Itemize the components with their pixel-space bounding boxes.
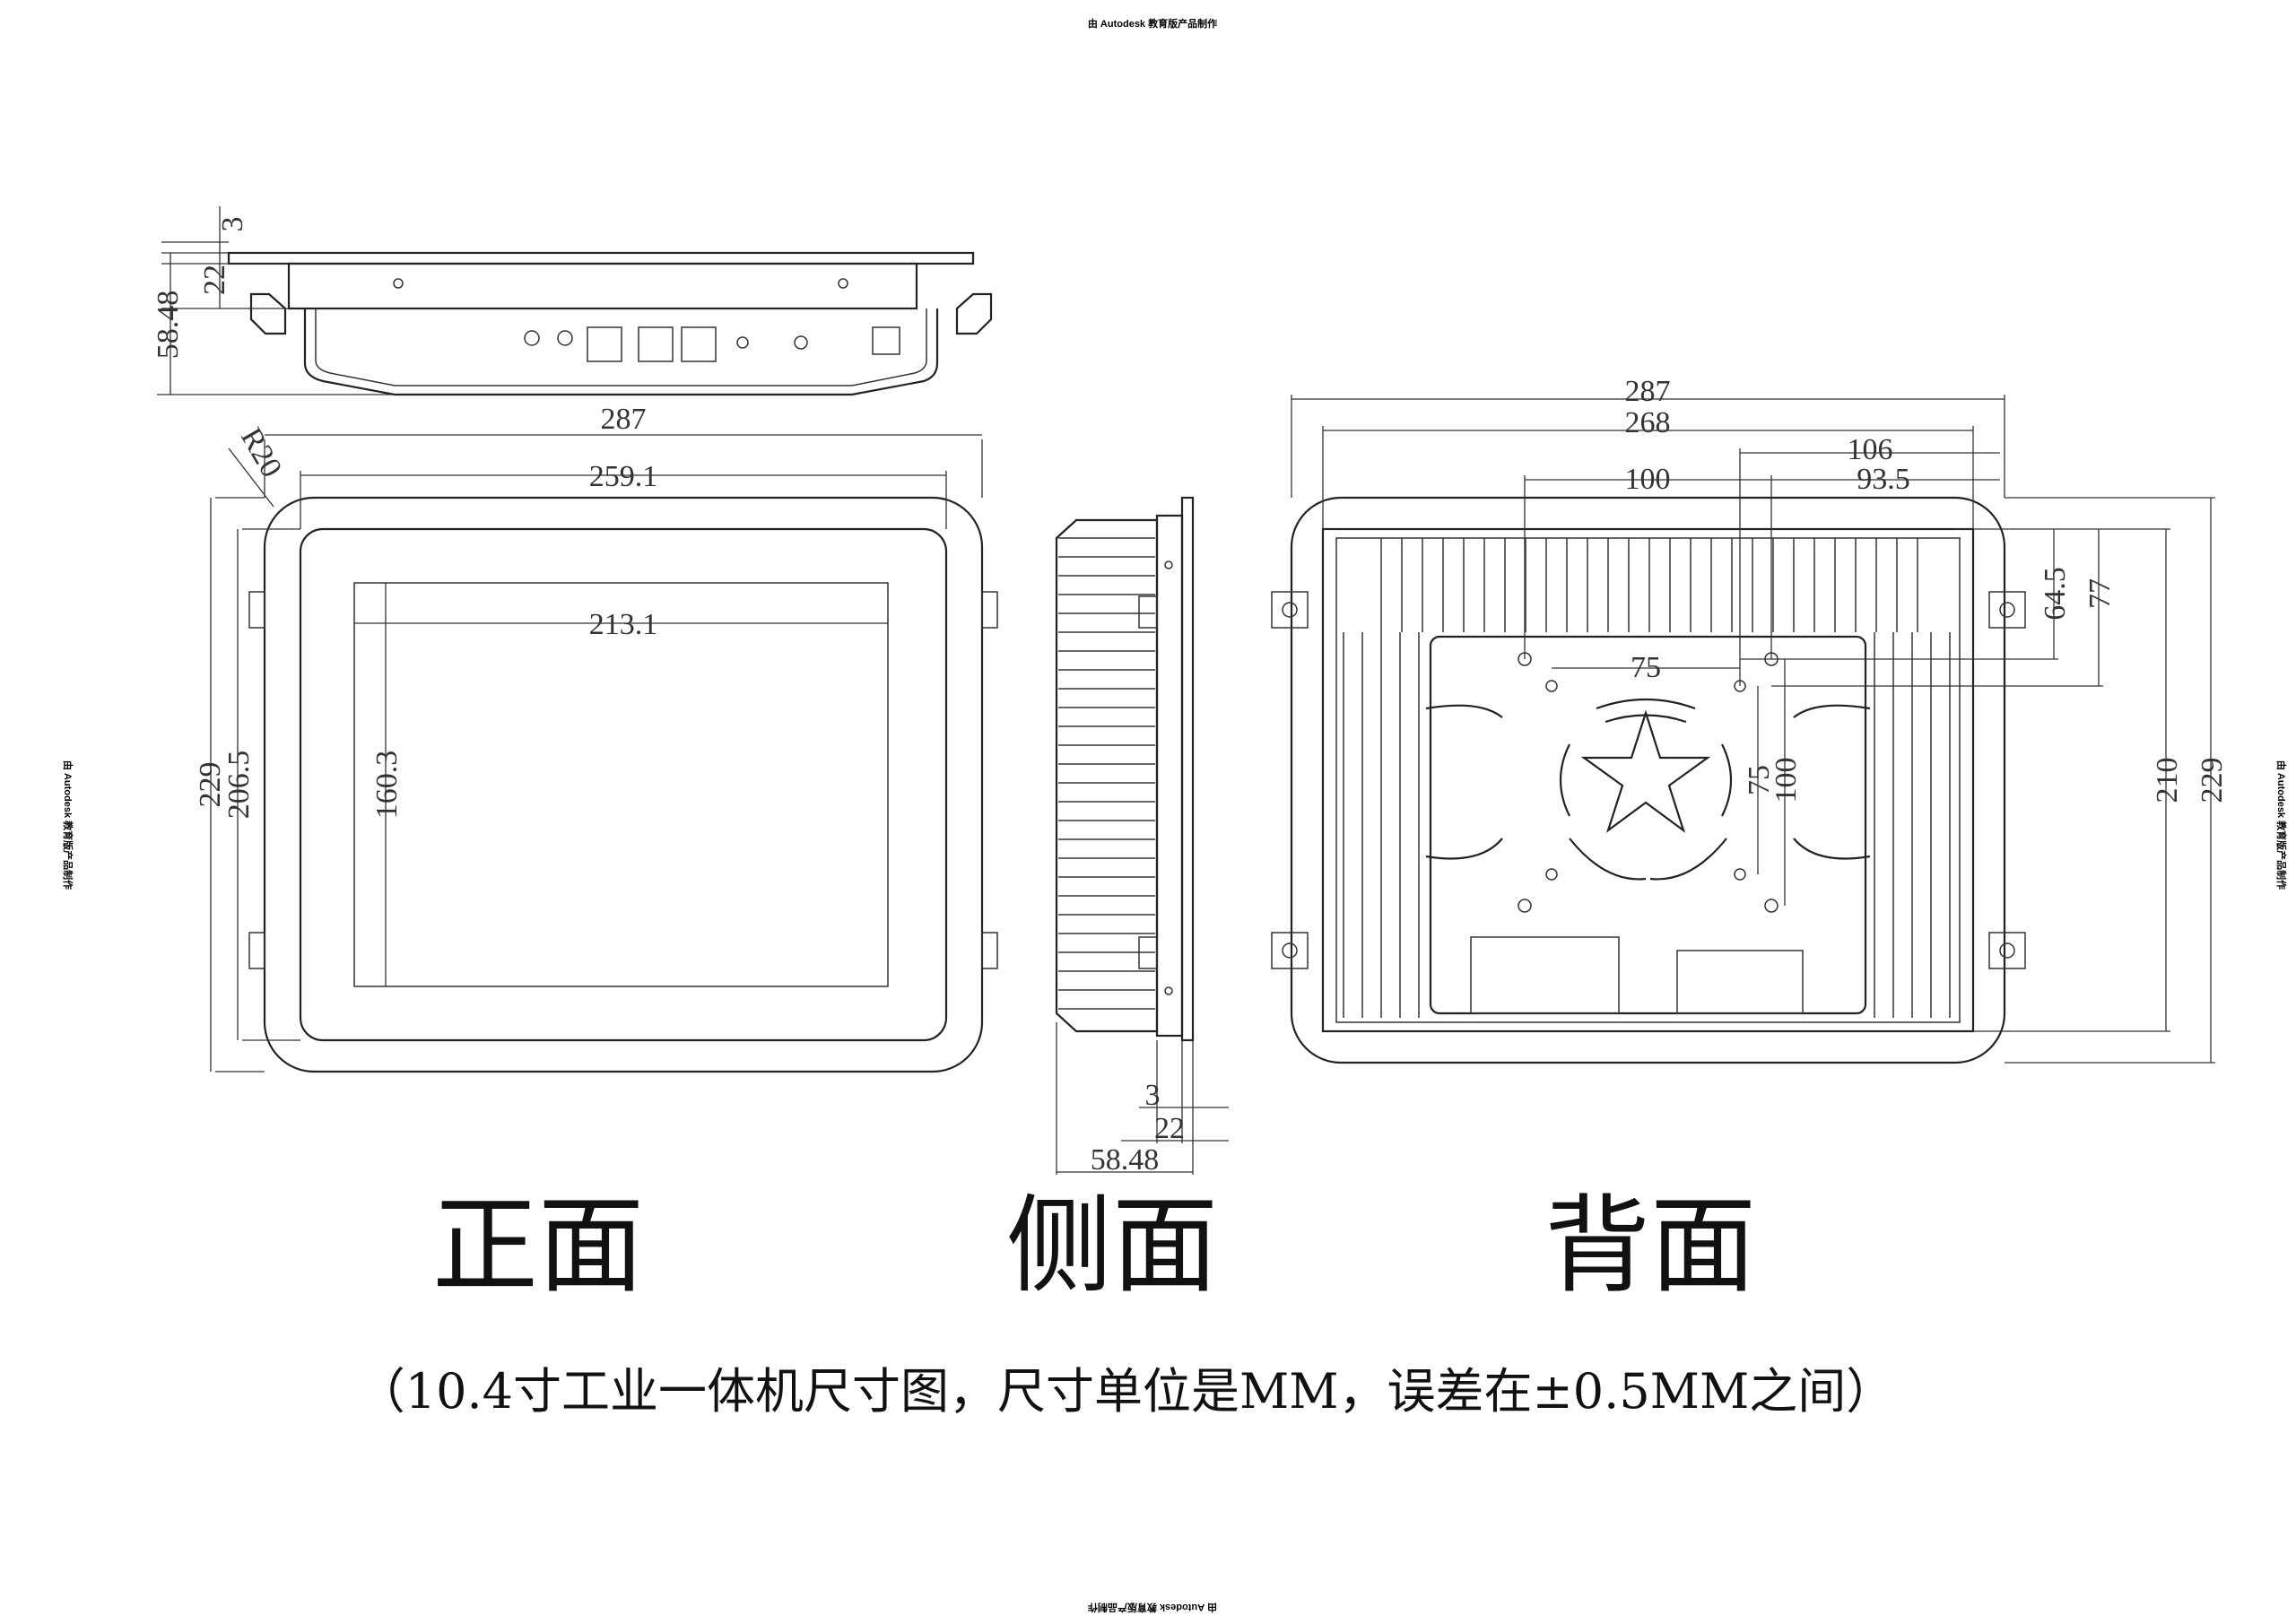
side-fins [1058, 537, 1155, 1010]
back-dim-210: 210 [2151, 758, 2184, 803]
front-radius: R20 [234, 422, 288, 483]
back-brackets [1271, 591, 2026, 969]
back-dim-268: 268 [1625, 406, 1671, 439]
back-dim-93-5: 93.5 [1857, 463, 1910, 496]
star-vent [1580, 709, 1711, 833]
back-dim-vesa-100h: 100 [1770, 758, 1803, 803]
back-fins [1343, 538, 1951, 1018]
back-view: 287 268 106 100 93.5 75 75 100 64.5 77 2… [1271, 375, 2229, 1064]
watermark-bottom: 由 Autodesk 教育版产品制作 [1088, 1602, 1217, 1614]
back-dim-229: 229 [2196, 758, 2229, 803]
side-view: 3 22 58.48 [1055, 496, 1229, 1177]
back-dim-287: 287 [1625, 375, 1671, 408]
watermark-left: 由 Autodesk 教育版产品制作 [62, 760, 74, 890]
top-dim-58-48: 58.48 [152, 291, 185, 360]
watermark-top: 由 Autodesk 教育版产品制作 [1088, 17, 1217, 30]
top-dim-22: 22 [198, 265, 231, 295]
front-dim-inner-height: 206.5 [222, 751, 256, 820]
back-dim-100: 100 [1625, 463, 1671, 496]
label-back-view: 背面 [1544, 1184, 1756, 1307]
back-dim-vesa-75h: 75 [1743, 765, 1776, 795]
front-dim-inner-width: 259.1 [589, 460, 658, 493]
top-dim-3: 3 [216, 217, 249, 232]
side-dim-3: 3 [1145, 1079, 1161, 1112]
back-dim-64-5: 64.5 [2039, 567, 2072, 621]
label-side-view: 侧面 [1006, 1184, 1218, 1307]
front-view: R20 287 259.1 213.1 229 206.5 160.3 [194, 403, 998, 1073]
label-front-view: 正面 [432, 1184, 644, 1307]
front-dim-outer-height: 229 [194, 762, 227, 808]
front-dim-screen-width: 213.1 [589, 608, 658, 641]
back-dim-77: 77 [2083, 578, 2117, 609]
side-dim-58-48: 58.48 [1091, 1143, 1160, 1177]
front-dim-outer-width: 287 [601, 403, 647, 436]
front-dim-screen-height: 160.3 [370, 751, 404, 820]
caption: （10.4寸工业一体机尺寸图，尺寸单位是MM，误差在±0.5MM之间） [357, 1363, 1895, 1420]
watermark-right: 由 Autodesk 教育版产品制作 [2275, 760, 2288, 890]
back-dim-vesa-75w: 75 [1631, 651, 1661, 684]
side-dim-22: 22 [1154, 1112, 1185, 1145]
back-dim-106: 106 [1848, 433, 1893, 466]
top-view: 3 22 58.48 [152, 206, 993, 396]
back-mount-holes [1518, 652, 1779, 913]
back-vent-arcs [1425, 698, 1871, 881]
